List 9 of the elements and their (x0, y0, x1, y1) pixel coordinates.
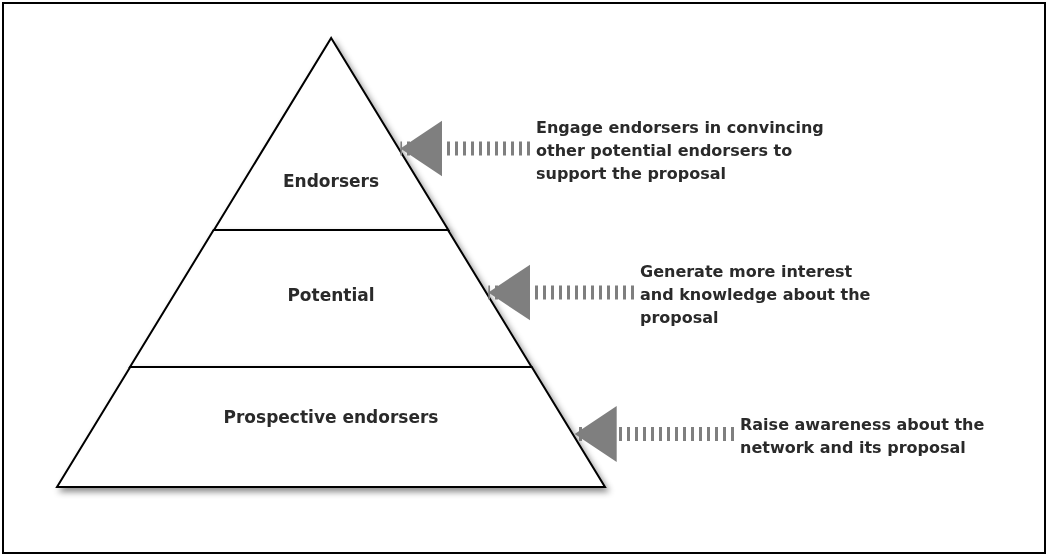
tier-label: Prospective endorsers (222, 407, 440, 427)
note-text: Raise awareness about the network and its proposal (740, 414, 986, 459)
note-text: Engage endorsers in convincing other potential endorsers to support the proposal (536, 117, 825, 185)
note-text: Generate more interest and knowledge about the proposal (640, 261, 872, 329)
tier-label: Potential (286, 285, 376, 305)
striped-arrow (574, 406, 734, 462)
striped-arrow (488, 264, 634, 321)
striped-arrow (400, 120, 530, 177)
tier-label: Endorsers (281, 171, 381, 191)
